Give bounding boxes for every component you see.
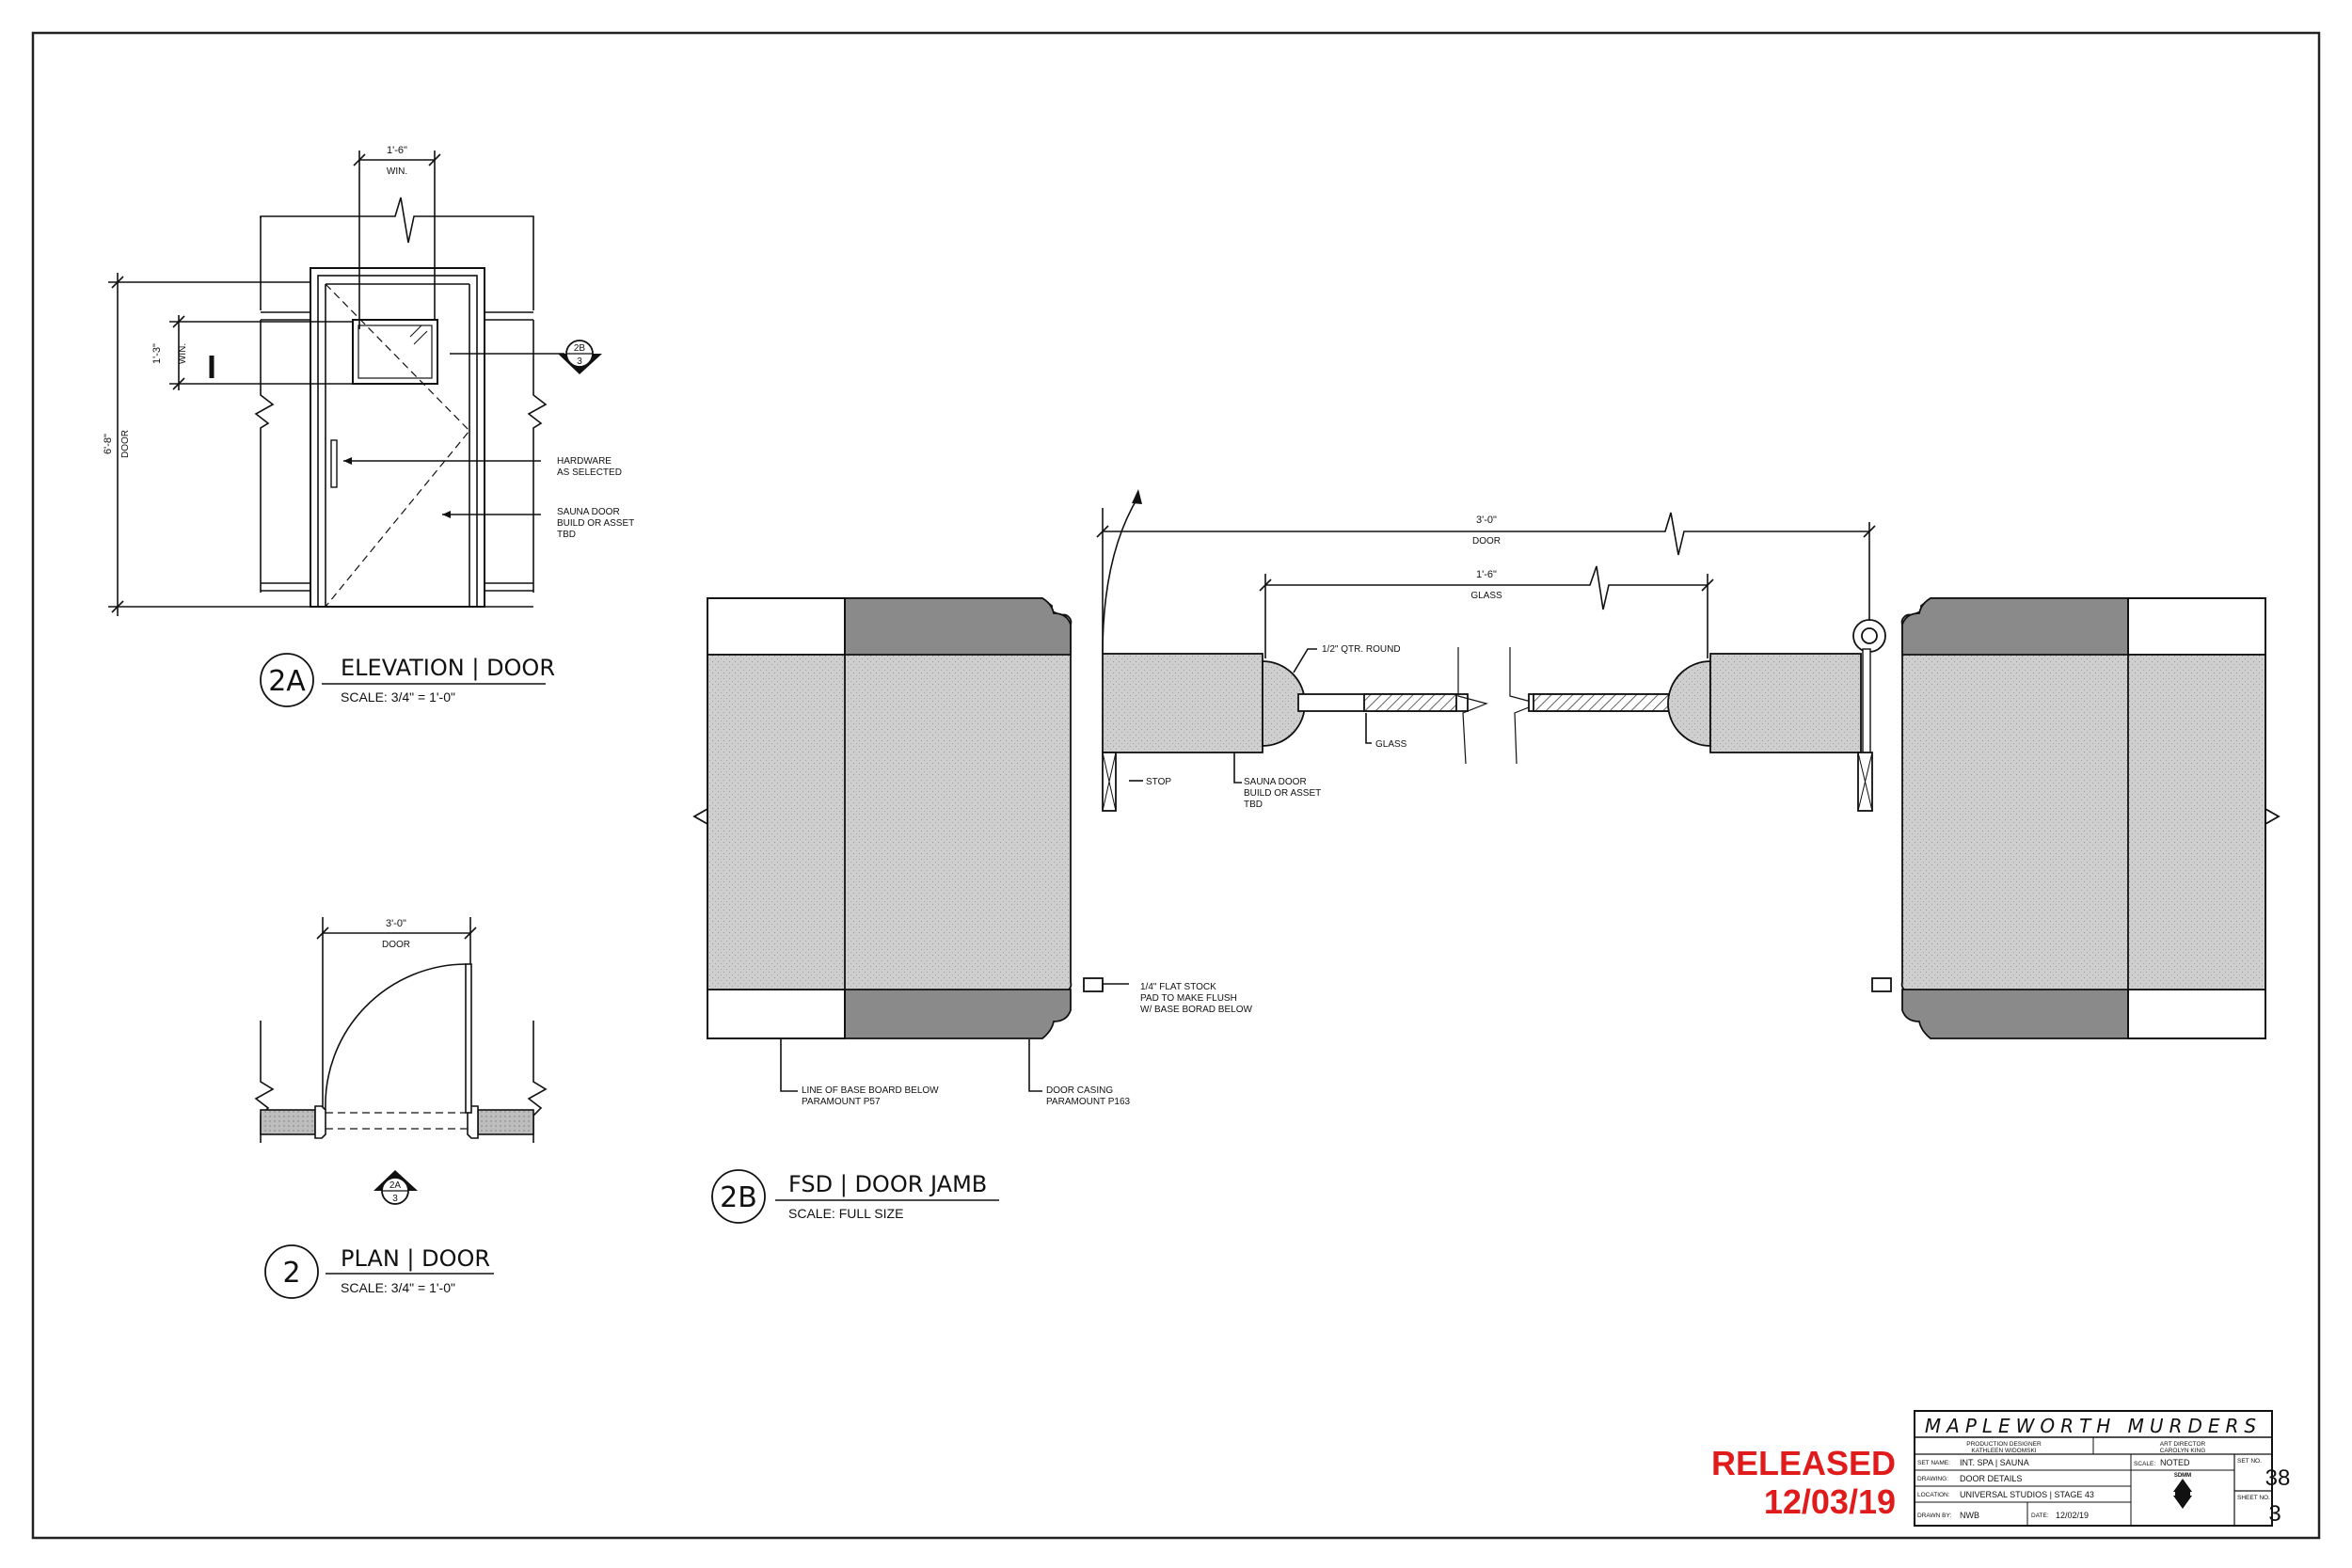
drawn-by-label: DRAWN BY:	[1917, 1513, 1951, 1519]
elevation-dim-door-height: 6'-8"	[103, 434, 114, 454]
plan-dim-door-width: 3'-0"	[386, 918, 406, 929]
union-logo-text: SDMM	[2174, 1473, 2191, 1479]
elevation-note-hardware-2: AS SELECTED	[557, 467, 622, 478]
drawing-value: DOOR DETAILS	[1960, 1474, 2022, 1483]
elevation-section-ref-bottom: 3	[577, 356, 582, 367]
jamb-note-flat-3: W/ BASE BORAD BELOW	[1140, 1005, 1252, 1015]
project-title: MAPLEWORTH MURDERS	[1925, 1415, 2262, 1437]
drawing-label: DRAWING:	[1917, 1476, 1948, 1482]
plan-badge: 2	[282, 1257, 300, 1290]
jamb-note-casing-2: PARAMOUNT P163	[1046, 1097, 1131, 1107]
jamb-scale: SCALE: FULL SIZE	[788, 1206, 903, 1221]
elevation-scale: SCALE: 3/4" = 1'-0"	[341, 689, 455, 705]
title-block	[1914, 1410, 2273, 1527]
elevation-note-door-3: TBD	[557, 530, 576, 540]
scale-label: SCALE:	[2134, 1461, 2155, 1467]
scale-value: NOTED	[2160, 1458, 2190, 1467]
jamb-dim-glass-label: GLASS	[1470, 591, 1502, 601]
jamb-note-sauna-1: SAUNA DOOR	[1244, 777, 1307, 787]
jamb-title: FSD | DOOR JAMB	[788, 1171, 987, 1197]
elevation-note-door-1: SAUNA DOOR	[557, 507, 620, 517]
date-label: DATE:	[2031, 1513, 2049, 1519]
elevation-title: ELEVATION | DOOR	[341, 655, 555, 681]
set-name-label: SET NAME:	[1917, 1460, 1950, 1466]
jamb-note-base-2: PARAMOUNT P57	[802, 1097, 881, 1107]
jamb-dimensions	[780, 496, 1876, 1092]
jamb-swing-arrow	[1132, 489, 1142, 504]
jamb-badge: 2B	[720, 1181, 757, 1214]
elevation-section-marker: 2B 3	[558, 340, 602, 374]
plan-dim-door-width-label: DOOR	[382, 940, 410, 950]
elevation-drawing	[108, 150, 564, 616]
elevation-dim-win-height: 1'-3"	[151, 343, 163, 364]
drawn-by-value: NWB	[1960, 1511, 1979, 1520]
elevation-section-ref-top: 2B	[574, 343, 586, 354]
jamb-title-block: 2B FSD | DOOR JAMB SCALE: FULL SIZE	[711, 1169, 999, 1224]
union-logo-icon: SDMM	[2173, 1473, 2192, 1509]
plan-section-marker: 2A 3	[373, 1170, 418, 1205]
director-name: CAROLYN KING	[2160, 1448, 2206, 1454]
director-role: ART DIRECTOR	[2160, 1441, 2206, 1448]
released-stamp-line2: 12/03/19	[1764, 1482, 1896, 1521]
sheet-no-value: 3	[2268, 1501, 2280, 1527]
location-label: LOCATION:	[1917, 1492, 1950, 1498]
sheet-no-label: SHEET NO.	[2237, 1495, 2270, 1501]
jamb-note-qtr-round: 1/2" QTR. ROUND	[1322, 644, 1401, 655]
jamb-note-flat-1: 1/4" FLAT STOCK	[1140, 982, 1216, 992]
jamb-note-glass: GLASS	[1375, 739, 1407, 750]
plan-title: PLAN | DOOR	[341, 1245, 490, 1272]
plan-section-ref-bottom: 3	[392, 1194, 398, 1204]
jamb-note-stop: STOP	[1146, 777, 1171, 787]
elevation-dim-win-width-label: WIN.	[387, 166, 407, 177]
date-value: 12/02/19	[2056, 1511, 2089, 1520]
designer-name: KATHLEEN WIDOMSKI	[1971, 1448, 2036, 1454]
released-stamp-line1: RELEASED	[1711, 1444, 1896, 1482]
jamb-note-flat-2: PAD TO MAKE FLUSH	[1140, 993, 1237, 1004]
elevation-dim-door-height-label: DOOR	[120, 430, 131, 458]
elevation-leader-arrow-hardware	[343, 457, 352, 465]
jamb-note-casing-1: DOOR CASING	[1046, 1085, 1113, 1096]
elevation-badge: 2A	[268, 665, 306, 698]
jamb-note-sauna-2: BUILD OR ASSET	[1244, 788, 1321, 799]
elevation-dim-win-height-label: WIN.	[178, 343, 188, 364]
set-no-value: 38	[2265, 1465, 2291, 1491]
jamb-note-base-1: LINE OF BASE BOARD BELOW	[802, 1085, 939, 1096]
designer-role: PRODUCTION DESIGNER	[1966, 1441, 2042, 1448]
elevation-note-hardware-1: HARDWARE	[557, 456, 612, 467]
elevation-leader-arrow-door	[442, 511, 451, 518]
plan-scale: SCALE: 3/4" = 1'-0"	[341, 1280, 455, 1295]
plan-title-block: 2 PLAN | DOOR SCALE: 3/4" = 1'-0"	[264, 1244, 494, 1299]
location-value: UNIVERSAL STUDIOS | STAGE 43	[1960, 1490, 2094, 1499]
plan-drawing	[254, 917, 548, 1143]
jamb-drawing	[692, 597, 2280, 1039]
set-no-label: SET NO.	[2237, 1458, 2262, 1465]
set-name-value: INT. SPA | SAUNA	[1960, 1458, 2029, 1467]
jamb-dim-glass: 1'-6"	[1476, 569, 1497, 580]
elevation-title-block: 2A ELEVATION | DOOR SCALE: 3/4" = 1'-0"	[260, 653, 555, 707]
elevation-note-door-2: BUILD OR ASSET	[557, 518, 634, 529]
sheet-border	[31, 31, 2321, 1540]
jamb-dim-door-label: DOOR	[1472, 536, 1501, 546]
elevation-dim-win-width: 1'-6"	[387, 145, 407, 156]
plan-section-ref-top: 2A	[389, 1180, 402, 1191]
jamb-dim-door: 3'-0"	[1476, 515, 1497, 526]
jamb-note-sauna-3: TBD	[1244, 800, 1263, 810]
